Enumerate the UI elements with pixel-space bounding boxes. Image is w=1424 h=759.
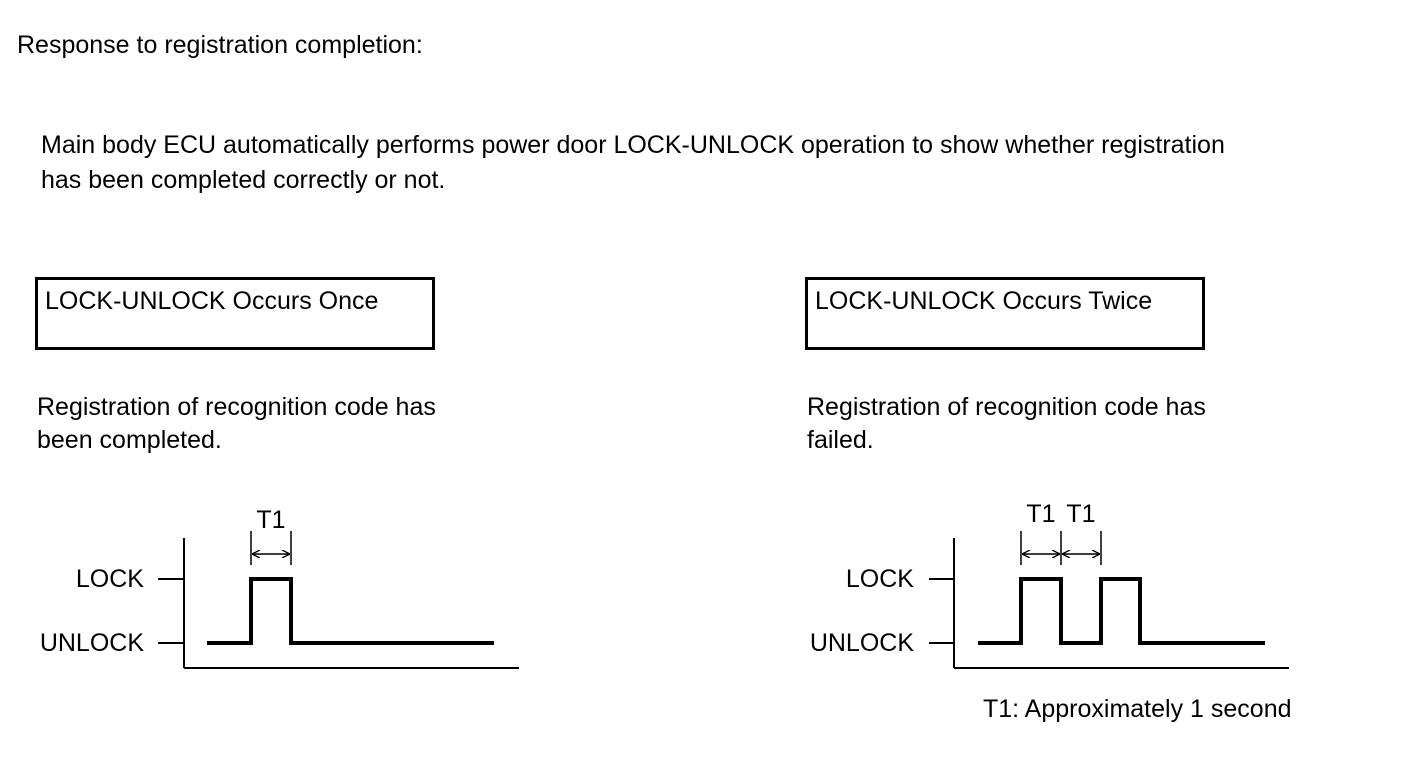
left-result-line-1: Registration of recognition code has [37, 393, 436, 421]
right-condition-label: LOCK-UNLOCK Occurs Twice [815, 287, 1153, 315]
left-lock-label: LOCK [76, 565, 144, 593]
left-timing-diagram: LOCK UNLOCK T1 [40, 506, 519, 669]
left-interval-label: T1 [256, 506, 285, 534]
left-condition-label: LOCK-UNLOCK Occurs Once [45, 287, 379, 315]
right-unlock-label: UNLOCK [810, 629, 915, 657]
description-line-1: Main body ECU automatically performs pow… [41, 131, 1225, 159]
left-condition-box: LOCK-UNLOCK Occurs Once [35, 277, 435, 350]
right-timing-diagram: LOCK UNLOCK T1 T1 [810, 500, 1289, 669]
right-condition-box: LOCK-UNLOCK Occurs Twice [805, 277, 1205, 350]
right-result-line-1: Registration of recognition code has [807, 393, 1206, 421]
right-lock-label: LOCK [846, 565, 914, 593]
right-result-line-2: failed. [807, 426, 874, 454]
description-line-2: has been completed correctly or not. [41, 166, 446, 194]
left-signal-waveform [207, 577, 494, 645]
timing-note: T1: Approximately 1 second [983, 695, 1292, 723]
left-result-line-2: been completed. [37, 426, 222, 454]
right-interval-label-2: T1 [1066, 500, 1095, 528]
heading: Response to registration completion: [17, 31, 423, 59]
right-signal-waveform [978, 577, 1265, 645]
left-unlock-label: UNLOCK [40, 629, 145, 657]
right-interval-label-1: T1 [1026, 500, 1055, 528]
